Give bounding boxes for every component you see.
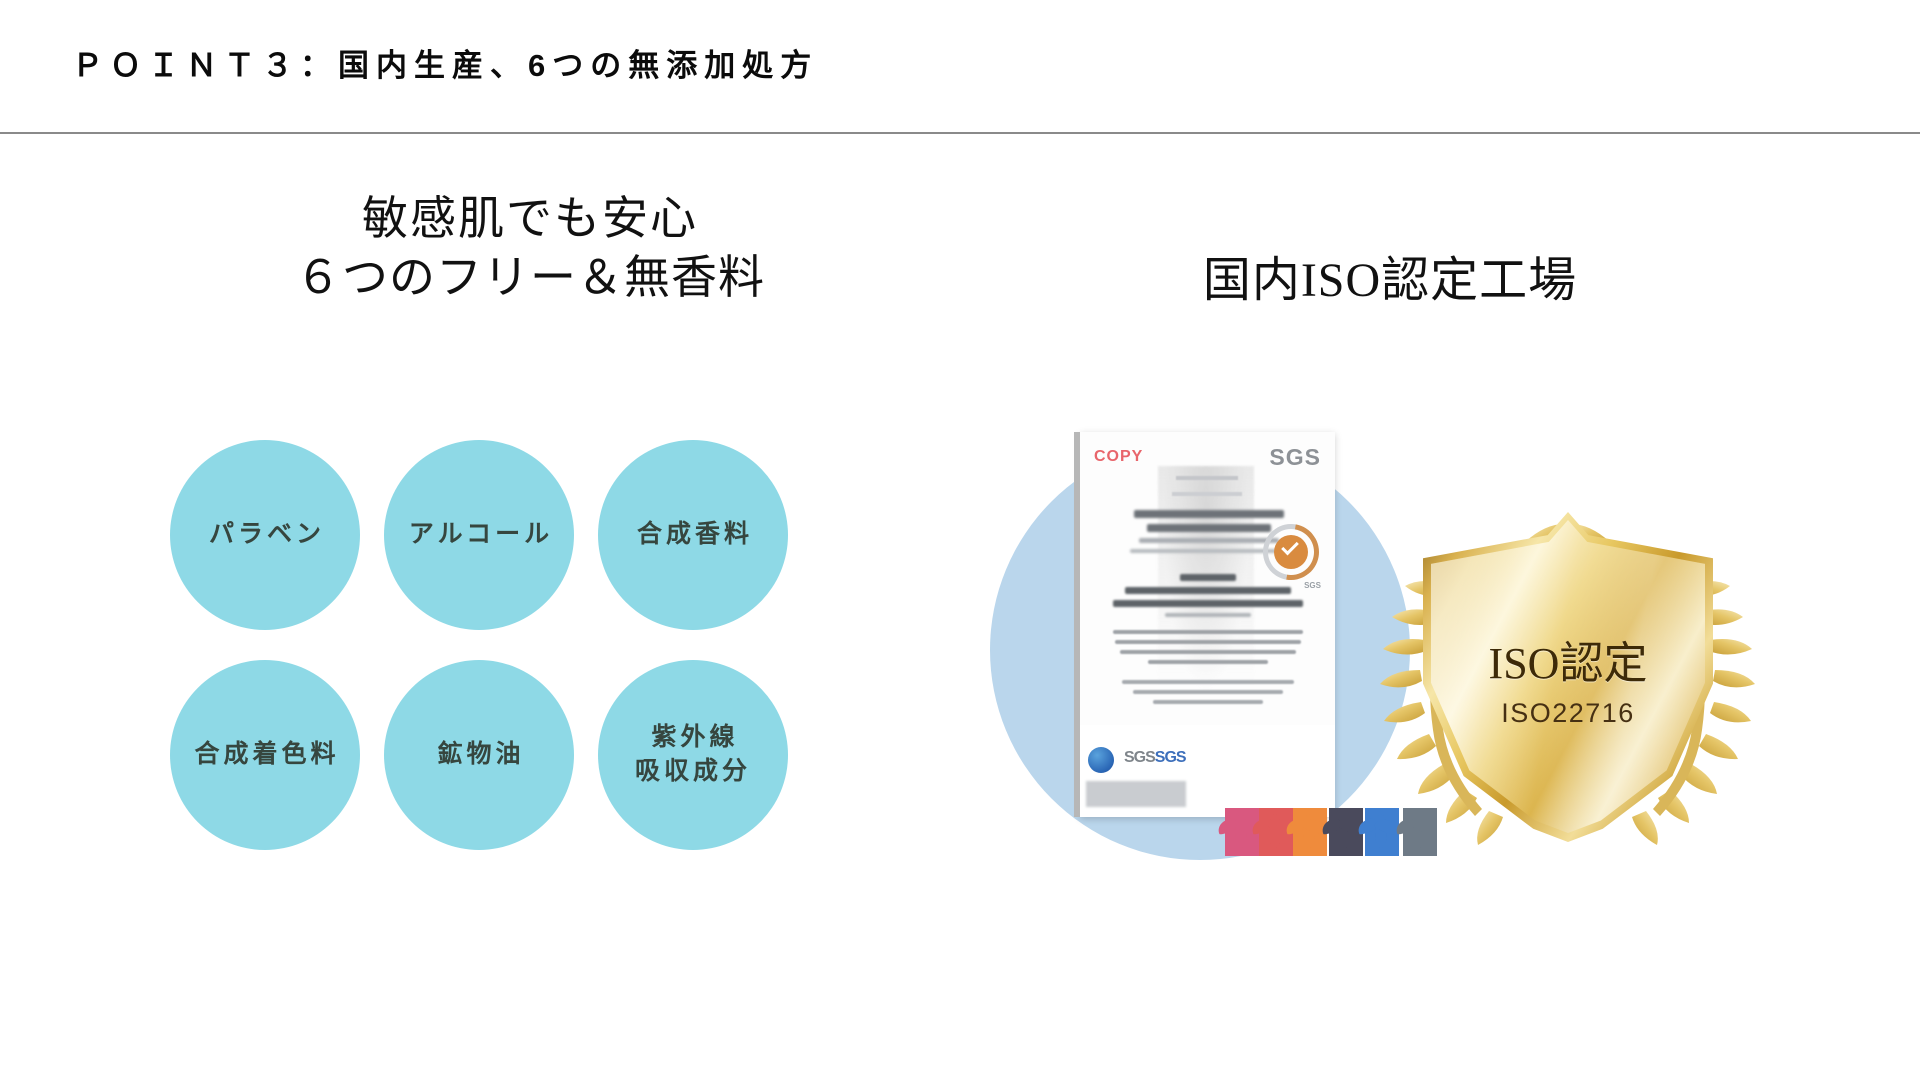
certificate-footer-text-block xyxy=(1086,781,1186,807)
sgs-mark-caption: SGS xyxy=(1304,581,1321,590)
left-heading-line2: ６つのフリー＆無香料 xyxy=(295,251,765,303)
free-bubble-grid: パラベン アルコール 合成香料 合成着色料 鉱物油 紫外線 吸収成分 xyxy=(170,440,810,850)
page-title: ＰＯＩＮＴ３：国内生産、6つの無添加処方 xyxy=(72,48,819,83)
sgs-logo: SGS xyxy=(1269,444,1321,470)
free-bubble-mineral-oil: 鉱物油 xyxy=(384,660,574,850)
shield-shape: ISO認定 ISO22716 xyxy=(1423,512,1713,842)
globe-icon xyxy=(1088,747,1114,773)
certificate-reference-line xyxy=(1176,476,1238,480)
free-bubble-uv-absorber: 紫外線 吸収成分 xyxy=(598,660,788,850)
shield-code: ISO22716 xyxy=(1501,698,1635,728)
shield-title: ISO認定 xyxy=(1488,639,1648,688)
certificate-validity-block xyxy=(1120,680,1296,710)
bird-icon xyxy=(1293,808,1327,856)
certificate-footer-logo-text: SGS xyxy=(1124,749,1156,766)
free-bubble-label: パラベン xyxy=(208,520,325,549)
bird-icon xyxy=(1329,808,1363,856)
certificate-standard-block xyxy=(1110,574,1306,623)
certificate-copy-stamp: COPY xyxy=(1094,448,1144,465)
free-bubble-paraben: パラベン xyxy=(170,440,360,630)
bird-icon xyxy=(1403,808,1437,856)
shield-text-group: ISO認定 ISO22716 xyxy=(1423,642,1713,729)
free-bubble-label: 紫外線 吸収成分 xyxy=(634,723,751,785)
bird-icon xyxy=(1365,808,1399,856)
free-formula-section: 敏感肌でも安心 ６つのフリー＆無香料 パラベン アルコール 合成香料 合成着色料… xyxy=(150,190,910,850)
left-heading-line1: 敏感肌でも安心 xyxy=(362,193,698,244)
free-bubble-label: 合成着色料 xyxy=(194,740,340,769)
slide-header: ＰＯＩＮＴ３：国内生産、6つの無添加処方 xyxy=(0,0,1920,134)
iso-factory-section: 国内ISO認定工場 COPY SGS xyxy=(960,190,1820,980)
certificate-company-block xyxy=(1124,510,1294,559)
free-bubble-label: アルコール xyxy=(408,520,554,549)
sgs-certification-mark-icon: SGS xyxy=(1252,513,1330,591)
header-divider xyxy=(0,132,1920,134)
right-section-heading: 国内ISO認定工場 xyxy=(1202,254,1578,307)
certificate-footer-logo-accent: SGS xyxy=(1154,749,1187,766)
certificate-footer-logo: SGSSGS xyxy=(1124,749,1187,767)
certificate-footer: SGSSGS xyxy=(1080,725,1335,817)
iso-shield-badge: ISO認定 ISO22716 xyxy=(1375,490,1760,875)
free-bubble-synthetic-fragrance: 合成香料 xyxy=(598,440,788,630)
decorative-bird-row xyxy=(1225,808,1475,868)
left-section-heading: 敏感肌でも安心 ６つのフリー＆無香料 xyxy=(150,190,910,308)
free-bubble-synthetic-colorant: 合成着色料 xyxy=(170,660,360,850)
free-bubble-label: 合成香料 xyxy=(636,520,753,549)
free-bubble-label: 鉱物油 xyxy=(437,740,525,769)
iso-certificate-image: COPY SGS SGS xyxy=(1080,432,1335,817)
certificate-body-text-block xyxy=(1110,630,1306,670)
certificate-subtitle-line xyxy=(1172,492,1242,496)
free-bubble-alcohol: アルコール xyxy=(384,440,574,630)
